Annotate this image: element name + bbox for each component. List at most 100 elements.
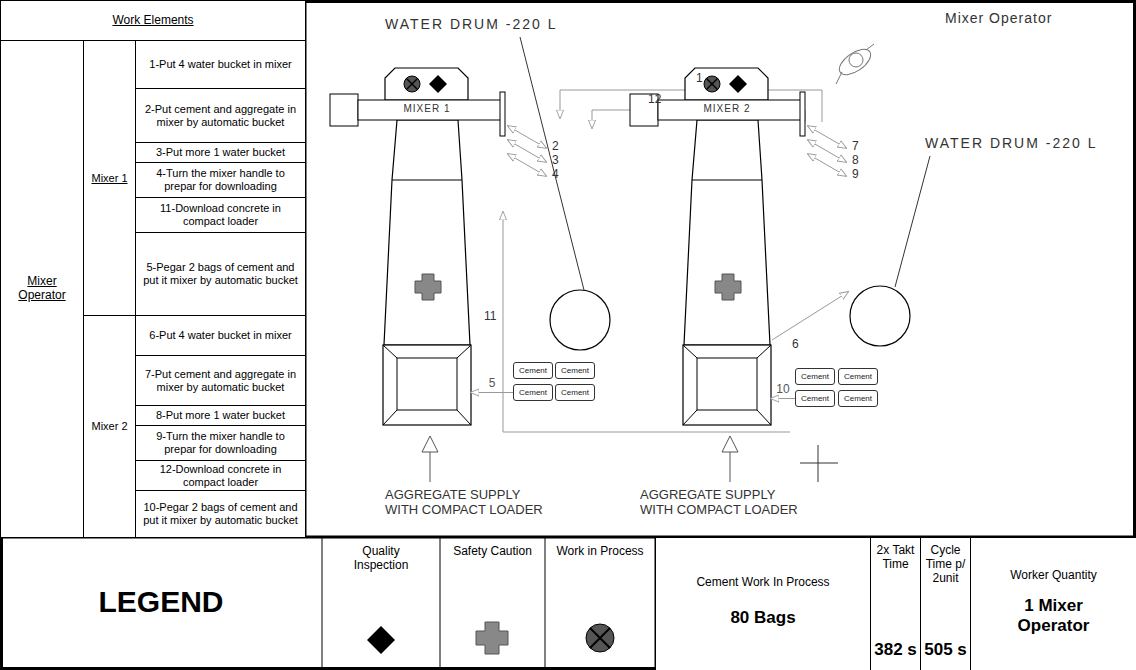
mixer-drawing — [330, 68, 505, 425]
info-value: 1 Mixer Operator — [1004, 596, 1104, 635]
node-text: 8-Put more 1 water bucket — [156, 409, 285, 422]
node-text: MIXER 2 — [683, 102, 771, 115]
cement-bag: Cement — [555, 384, 595, 401]
cement-bag: Cement — [838, 368, 878, 385]
work-element: 1-Put 4 water bucket in mixer — [135, 40, 306, 89]
work-element: 3-Put more 1 water bucket — [135, 142, 306, 163]
supply-label: AGGREGATE SUPPLY WITH COMPACT LOADER — [385, 488, 553, 518]
node-text: Cement — [519, 367, 547, 375]
flow-arrow — [508, 154, 546, 176]
wip-symbol — [586, 624, 614, 652]
node-text: Cement — [844, 373, 872, 381]
node-text: 4-Turn the mixer handle to prepar for do… — [139, 167, 302, 192]
node-text: 10-Pegar 2 bags of cement and put it mix… — [139, 501, 302, 526]
flow-arrow — [772, 292, 848, 340]
node-text: 6-Put 4 water bucket in mixer — [149, 329, 291, 342]
drum-label: WATER DRUM -220 L — [925, 135, 1097, 151]
callout-number: 4 — [552, 168, 559, 182]
info-value: 80 Bags — [730, 608, 795, 628]
info-value: 505 s — [924, 640, 967, 660]
mixer-unit: MIXER 2 — [683, 68, 771, 425]
flow-connector — [771, 398, 795, 399]
node-text: 11-Download concrete in compact loader — [139, 202, 302, 227]
node-text: Work Elements — [112, 14, 193, 28]
callout-number: 1 — [696, 72, 703, 86]
node-text: Cement — [519, 389, 547, 397]
legend-text: Quality Inspection — [341, 545, 421, 573]
node-text: MIXER 1 — [383, 102, 471, 115]
mixer-drawing — [630, 68, 805, 425]
node-text: Cement — [801, 373, 829, 381]
flow-connector — [471, 392, 513, 393]
safety-symbol — [476, 622, 508, 654]
leader-line — [520, 37, 584, 290]
node-text: Cement — [561, 367, 589, 375]
node-text: 5-Pegar 2 bags of cement and put it mixe… — [139, 261, 302, 286]
work-element: 2-Put cement and aggregate in mixer by a… — [135, 88, 306, 143]
operator-figure — [835, 44, 875, 84]
work-element: 8-Put more 1 water bucket — [135, 405, 306, 426]
legend-text: Work in Process — [550, 545, 650, 559]
node-text: 9-Turn the mixer handle to prepar for do… — [139, 430, 302, 455]
flow-arrow — [808, 154, 846, 176]
legend-text: Safety Caution — [445, 545, 540, 559]
info-cell: Cycle Time p/ 2unit505 s — [920, 537, 971, 670]
cement-bag: Cement — [513, 362, 553, 379]
supply-arrow — [430, 452, 431, 482]
node-text: Mixer Operator — [4, 275, 80, 303]
legend-divider — [440, 537, 441, 670]
supply-arrow — [422, 436, 438, 452]
flow-arrow — [508, 126, 546, 148]
node-text: 7-Put cement and aggregate in mixer by a… — [139, 368, 302, 393]
operator-label: Mixer Operator — [945, 10, 1052, 26]
flow-arrow — [808, 126, 846, 148]
supply-arrow — [722, 436, 738, 452]
work-element: 12-Download concrete in compact loader — [135, 460, 306, 491]
flow-arrow — [508, 140, 546, 162]
legend-title: LEGEND — [0, 585, 322, 620]
node-text: Mixer 1 — [91, 172, 127, 185]
water-drum — [850, 286, 910, 346]
work-element: 10-Pegar 2 bags of cement and put it mix… — [135, 490, 306, 538]
flow-arrow — [808, 140, 846, 162]
water-drum — [550, 290, 610, 350]
supply-arrow — [730, 452, 731, 482]
supply-label: AGGREGATE SUPPLY WITH COMPACT LOADER — [640, 488, 808, 518]
callout-number: 10 — [774, 383, 791, 395]
work-element: 9-Turn the mixer handle to prepar for do… — [135, 425, 306, 461]
callout-number: 12 — [648, 93, 661, 107]
mixer-unit: MIXER 1 — [383, 68, 471, 425]
node-text: 12-Download concrete in compact loader — [139, 463, 302, 488]
node-text: 1-Put 4 water bucket in mixer — [149, 58, 291, 71]
callout-number: 3 — [552, 154, 559, 168]
info-cell: Worker Quantity 1 Mixer Operator — [970, 537, 1136, 670]
node-text: Cement — [801, 395, 829, 403]
info-heading: 2x Takt Time — [874, 544, 917, 572]
work-element: 6-Put 4 water bucket in mixer — [135, 315, 306, 356]
callout-number: 6 — [792, 338, 799, 352]
node-text: Cement — [844, 395, 872, 403]
info-value: 382 s — [874, 640, 917, 660]
cement-bag: Cement — [795, 390, 835, 407]
node-text: Mixer 2 — [91, 420, 127, 433]
node-text: 2-Put cement and aggregate in mixer by a… — [139, 103, 302, 128]
node-text: 3-Put more 1 water bucket — [156, 146, 285, 159]
work-element: 11-Download concrete in compact loader — [135, 197, 306, 233]
drum-label: WATER DRUM -220 L — [385, 16, 557, 32]
wip-cross — [590, 628, 610, 648]
cement-bag: Cement — [838, 390, 878, 407]
cement-bag: Cement — [555, 362, 595, 379]
info-cell: Cement Work In Process80 Bags — [655, 537, 871, 670]
group-cell: Mixer 2 — [83, 315, 136, 538]
info-heading: Worker Quantity — [1010, 569, 1096, 583]
callout-number: 11 — [484, 310, 496, 324]
crosshair — [800, 463, 838, 464]
operator-cell: Mixer Operator — [0, 40, 84, 538]
group-cell: Mixer 1 — [83, 40, 136, 316]
header-cell: Work Elements — [0, 0, 306, 41]
callout-number: 8 — [852, 154, 859, 168]
callout-number: 5 — [487, 377, 498, 389]
work-element: 7-Put cement and aggregate in mixer by a… — [135, 355, 306, 406]
